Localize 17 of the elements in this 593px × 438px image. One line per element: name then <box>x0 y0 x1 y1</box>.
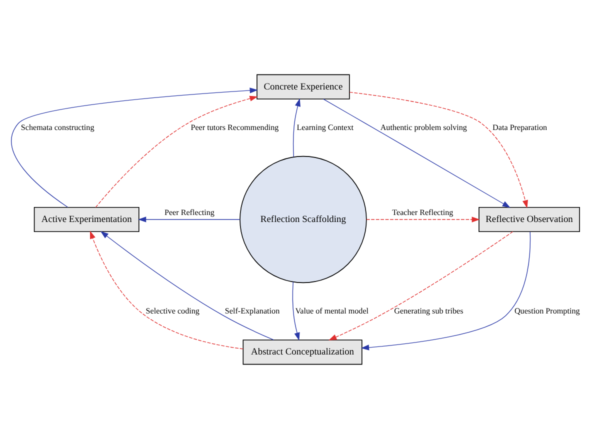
node-box: Active Experimentation <box>34 206 140 232</box>
arrow <box>100 230 274 340</box>
arrow <box>328 230 514 340</box>
arrow <box>349 91 528 208</box>
arrow <box>11 87 258 208</box>
node-box: Concrete Experience <box>256 74 350 99</box>
arrow <box>90 230 244 349</box>
arrow <box>366 216 480 222</box>
arrow <box>360 231 531 350</box>
arrow <box>138 216 240 222</box>
node-box: Reflective Observation <box>478 206 580 232</box>
node-box: Abstract Conceptualization <box>242 339 362 364</box>
arrow <box>292 281 300 340</box>
node-circle: Reflection Scaffolding <box>240 155 367 283</box>
arrow <box>292 98 300 157</box>
arrow <box>323 98 510 208</box>
arrow <box>95 95 258 208</box>
